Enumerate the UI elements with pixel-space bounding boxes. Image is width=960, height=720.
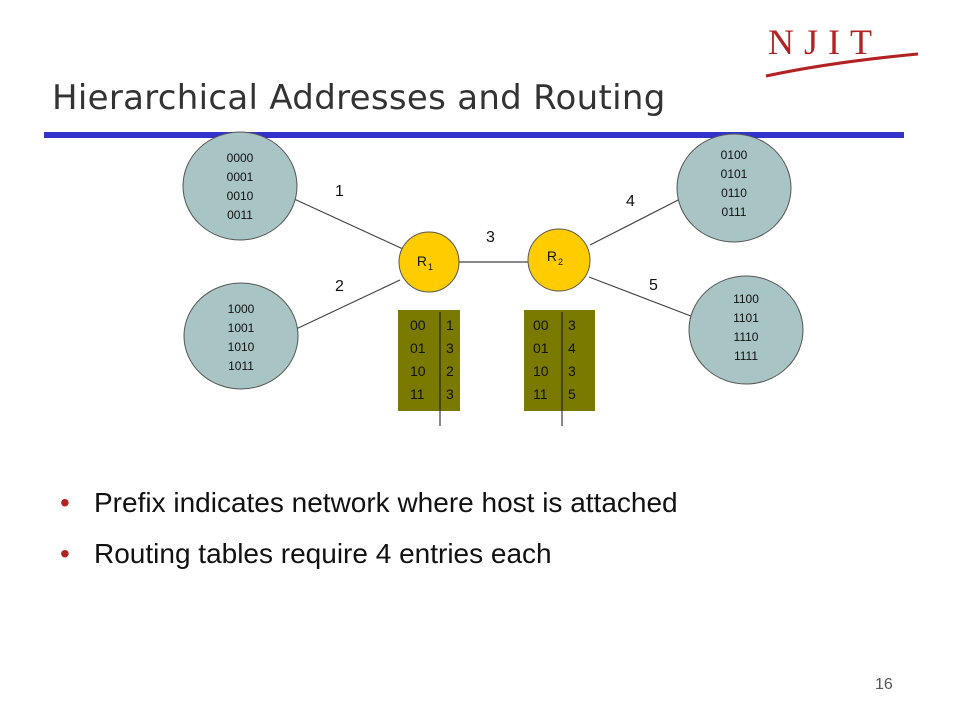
host-network-top-right: 0100 0101 0110 0111 xyxy=(676,133,792,243)
page-number: 16 xyxy=(875,676,893,693)
table-prefix: 10 xyxy=(410,363,426,379)
router-label: R xyxy=(417,253,427,269)
host-address: 1111 xyxy=(734,349,758,363)
bullet-item: • Prefix indicates network where host is… xyxy=(60,485,678,521)
table-prefix: 11 xyxy=(410,386,425,402)
table-prefix: 00 xyxy=(410,317,426,333)
title-rule xyxy=(44,132,904,138)
link-2 xyxy=(293,279,401,331)
host-address: 1110 xyxy=(734,330,759,344)
svg-text:R: R xyxy=(547,248,557,264)
host-address: 1100 xyxy=(733,292,759,306)
table-prefix: 01 xyxy=(533,340,549,356)
host-address: 1010 xyxy=(228,340,255,354)
logo-swoosh xyxy=(765,52,919,78)
host-network-top-left: 0000 0001 0010 0011 xyxy=(182,131,298,241)
link-label-1: 1 xyxy=(335,183,344,200)
host-address: 1000 xyxy=(228,302,255,316)
table-port: 3 xyxy=(446,386,454,402)
link-label-5: 5 xyxy=(649,277,658,294)
table-prefix: 01 xyxy=(410,340,426,356)
host-network-bottom-left: 1000 1001 1010 1011 xyxy=(183,282,299,390)
router-r1: R 1 xyxy=(398,231,460,293)
slide-title: Hierarchical Addresses and Routing xyxy=(52,78,666,118)
link-label-4: 4 xyxy=(626,193,635,210)
link-label-3: 3 xyxy=(486,229,495,246)
host-address: 1101 xyxy=(733,311,759,325)
host-address: 0010 xyxy=(227,189,254,203)
router-r2: R 2 xyxy=(527,228,591,292)
link-label-2: 2 xyxy=(335,278,344,295)
table-port: 2 xyxy=(446,363,454,379)
table-port: 3 xyxy=(446,340,454,356)
table-port: 3 xyxy=(568,363,576,379)
table-port: 1 xyxy=(446,317,454,333)
link-5 xyxy=(588,276,697,319)
table-prefix: 11 xyxy=(533,386,548,402)
table-port: 3 xyxy=(568,317,576,333)
bullet-text: Routing tables require 4 entries each xyxy=(94,538,552,569)
table-prefix: 10 xyxy=(533,363,549,379)
njit-logo: NJIT xyxy=(765,22,919,78)
host-address: 1001 xyxy=(228,321,255,335)
bullet-dot-icon: • xyxy=(60,487,70,518)
host-address: 0001 xyxy=(227,170,254,184)
bullet-text: Prefix indicates network where host is a… xyxy=(94,487,678,518)
router-subscript: 2 xyxy=(558,257,563,267)
link-1 xyxy=(291,197,404,250)
routing-table-r2: 00 01 10 11 3 4 3 5 xyxy=(524,310,595,426)
host-address: 1011 xyxy=(228,359,254,373)
table-prefix: 00 xyxy=(533,317,549,333)
bullet-list: • Prefix indicates network where host is… xyxy=(60,485,678,587)
link-4 xyxy=(589,195,687,246)
router-label: R xyxy=(547,248,557,264)
host-address: 0111 xyxy=(722,205,747,219)
host-network-bottom-right: 1100 1101 1110 1111 xyxy=(688,275,804,385)
logo-text: NJIT xyxy=(768,22,882,62)
routing-table-r1: 00 01 10 11 1 3 2 3 xyxy=(398,310,460,426)
host-address: 0000 xyxy=(227,151,254,165)
table-port: 5 xyxy=(568,386,576,402)
bullet-item: • Routing tables require 4 entries each xyxy=(60,536,678,572)
host-address: 0011 xyxy=(227,208,253,222)
router-subscript: 1 xyxy=(428,262,433,272)
host-address: 0100 xyxy=(721,148,748,162)
host-address: 0110 xyxy=(721,186,747,200)
bullet-dot-icon: • xyxy=(60,538,70,569)
table-port: 4 xyxy=(568,340,576,356)
host-address: 0101 xyxy=(721,167,748,181)
svg-text:R: R xyxy=(417,253,427,269)
